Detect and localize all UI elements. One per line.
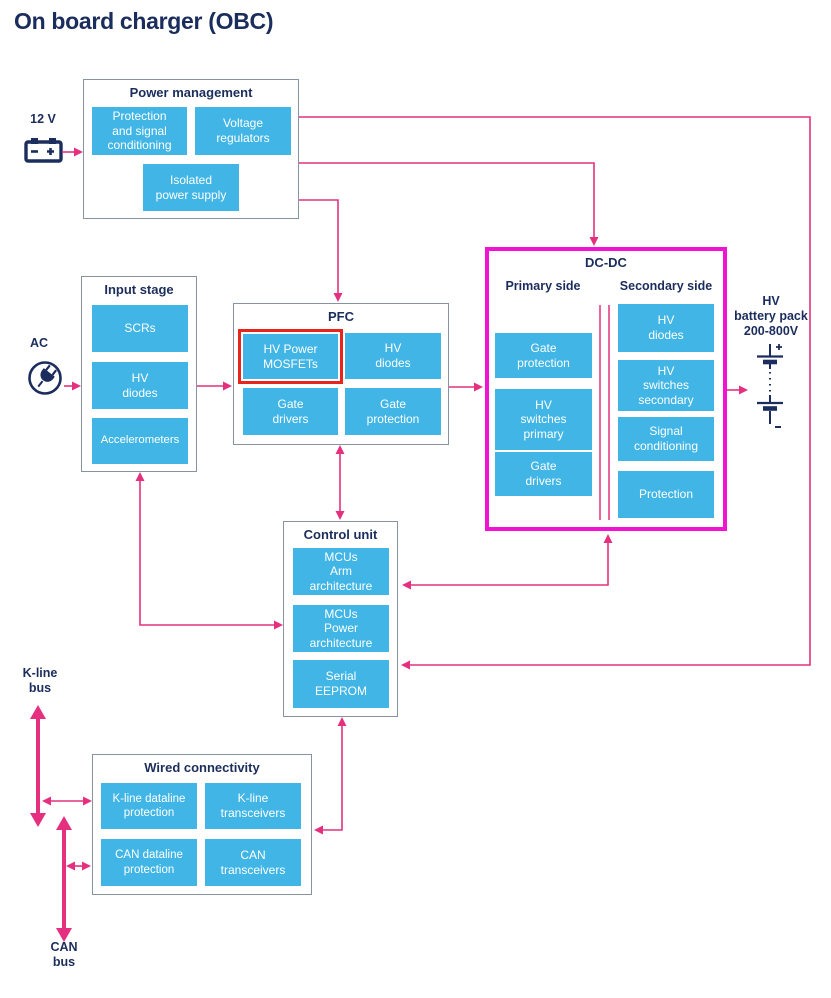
block-gate-drivers-primary[interactable]: Gate drivers <box>495 452 592 496</box>
label-primary-side: Primary side <box>505 279 581 293</box>
block-hv-switches-primary[interactable]: HV switches primary <box>495 389 592 450</box>
panel-control-unit-title: Control unit <box>303 527 378 542</box>
block-protection-signal-conditioning[interactable]: Protection and signal conditioning <box>92 107 187 155</box>
block-isolated-power-supply[interactable]: Isolated power supply <box>143 164 239 211</box>
ac-plug-icon <box>28 361 62 395</box>
block-gate-protection-primary[interactable]: Gate protection <box>495 333 592 378</box>
panel-power-management-title: Power management <box>129 85 253 100</box>
block-mcus-arm[interactable]: MCUs Arm architecture <box>293 548 389 595</box>
block-scrs[interactable]: SCRs <box>92 305 188 352</box>
label-hv-battery-pack: HV battery pack 200-800V <box>734 294 808 338</box>
panel-dcdc-title: DC-DC <box>585 255 627 270</box>
block-signal-conditioning[interactable]: Signal conditioning <box>618 417 714 461</box>
block-hv-diodes-pfc[interactable]: HV diodes <box>345 333 441 379</box>
panel-pfc-title: PFC <box>328 309 354 324</box>
block-can-dataline-protection[interactable]: CAN dataline protection <box>101 839 197 886</box>
battery-12v-icon <box>24 138 63 163</box>
panel-input-stage-title: Input stage <box>104 282 174 297</box>
block-gate-protection-pfc[interactable]: Gate protection <box>345 388 441 435</box>
block-serial-eeprom[interactable]: Serial EEPROM <box>293 660 389 708</box>
block-gate-drivers-pfc[interactable]: Gate drivers <box>243 388 338 435</box>
block-can-transceivers[interactable]: CAN transceivers <box>205 839 301 886</box>
block-accelerometers[interactable]: Accelerometers <box>92 418 188 464</box>
label-12v: 12 V <box>30 112 56 126</box>
label-secondary-side: Secondary side <box>619 279 713 293</box>
hv-battery-pack-icon <box>757 344 783 428</box>
block-kline-transceivers[interactable]: K-line transceivers <box>205 783 301 829</box>
panel-wired-connectivity-title: Wired connectivity <box>144 760 260 775</box>
block-kline-dataline-protection[interactable]: K-line dataline protection <box>101 783 197 829</box>
block-hv-diodes-input[interactable]: HV diodes <box>92 362 188 409</box>
block-mcus-power[interactable]: MCUs Power architecture <box>293 605 389 652</box>
page-title: On board charger (OBC) <box>14 8 274 34</box>
label-can-bus: CAN bus <box>50 940 78 969</box>
label-kline-bus: K-line bus <box>22 666 58 695</box>
block-protection-secondary[interactable]: Protection <box>618 471 714 518</box>
block-hv-diodes-secondary[interactable]: HV diodes <box>618 304 714 352</box>
block-hv-switches-secondary[interactable]: HV switches secondary <box>618 360 714 411</box>
block-hv-power-mosfets[interactable]: HV Power MOSFETs <box>238 329 343 384</box>
label-ac: AC <box>29 336 49 350</box>
block-voltage-regulators[interactable]: Voltage regulators <box>195 107 291 155</box>
